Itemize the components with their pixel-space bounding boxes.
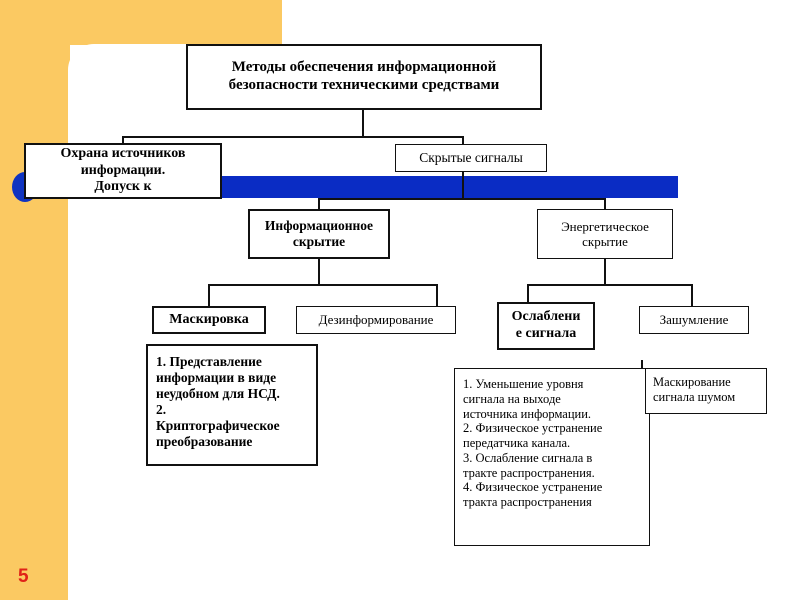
connector-hidden-down <box>462 172 464 200</box>
orange-left-band <box>0 0 70 600</box>
node-energy-hiding: Энергетическое скрытие <box>537 209 673 259</box>
connector-info-down <box>318 258 320 284</box>
masking-detail-line-3: неудобном для НСД. <box>156 385 280 401</box>
attenuation-detail-line-2: сигнала на выходе <box>463 391 561 406</box>
node-noise-adding: Зашумление <box>639 306 749 334</box>
title-line-1: Методы обеспечения информационной <box>231 59 497 76</box>
noise-detail-line-1: Маскирование <box>653 375 731 389</box>
connector-to-hidden-signals <box>462 136 464 146</box>
attenuation-detail-line-6: 3. Ослабление сигнала в <box>463 450 593 465</box>
connector-title-down <box>362 110 364 138</box>
connector-to-info-hiding <box>318 198 320 210</box>
attenuation-detail-line-7: тракте распространения. <box>463 465 595 480</box>
attenuation-line-2: е сигнала <box>515 326 577 341</box>
masking-detail-line-4: 2. <box>156 401 167 417</box>
protection-line-1: Охрана источников <box>60 146 186 162</box>
connector-to-protection <box>122 136 124 148</box>
attenuation-detail-line-5: передатчика канала. <box>463 436 571 450</box>
attenuation-detail-line-9: тракта распространения <box>463 495 592 509</box>
connector-level3-right-horizontal <box>527 284 693 286</box>
connector-to-masking <box>208 284 210 306</box>
masking-detail-line-1: 1. Представление <box>156 354 262 369</box>
node-protection-sources: Охрана источников информации. Допуск к <box>24 143 222 199</box>
node-masking: Маскировка <box>152 306 266 334</box>
connector-to-disinformation <box>436 284 438 306</box>
connector-to-noise <box>691 284 693 306</box>
orange-top-band <box>0 0 282 45</box>
detail-noise: Маскирование сигнала шумом <box>645 368 767 414</box>
connector-level1-horizontal <box>122 136 464 138</box>
attenuation-detail-line-1: 1. Уменьшение уровня <box>463 377 584 391</box>
node-hidden-signals: Скрытые сигналы <box>395 144 547 172</box>
attenuation-line-1: Ослаблени <box>511 309 581 325</box>
detail-attenuation: 1. Уменьшение уровня сигнала на выходе и… <box>454 368 650 546</box>
noise-detail-line-2: сигнала шумом <box>653 389 736 404</box>
connector-level2-horizontal <box>318 198 606 200</box>
attenuation-detail-line-3: источника информации. <box>463 406 592 421</box>
node-signal-attenuation: Ослаблени е сигнала <box>497 302 595 350</box>
energy-hiding-line-1: Энергетическое <box>561 218 649 234</box>
title-line-2: безопасности техническими средствами <box>228 77 500 93</box>
protection-line-3: Допуск к <box>94 179 152 195</box>
attenuation-detail-line-4: 2. Физическое устранение <box>463 421 603 436</box>
masking-detail-line-2: информации в виде <box>156 369 277 385</box>
connector-to-attenuation <box>527 284 529 302</box>
masking-detail-line-6: преобразование <box>156 433 253 449</box>
node-disinformation: Дезинформирование <box>296 306 456 334</box>
info-hiding-line-2: скрытие <box>292 234 346 249</box>
connector-energy-down <box>604 258 606 284</box>
node-title: Методы обеспечения информационной безопа… <box>186 44 542 110</box>
page-number: 5 <box>18 566 29 587</box>
masking-detail-line-5: Криптографическое <box>156 417 280 433</box>
node-information-hiding: Информационное скрытие <box>248 209 390 259</box>
protection-line-2: информации. <box>80 162 166 178</box>
energy-hiding-line-2: скрытие <box>582 234 628 249</box>
detail-masking: 1. Представление информации в виде неудо… <box>146 344 318 466</box>
attenuation-detail-line-8: 4. Физическое устранение <box>463 480 603 495</box>
connector-level3-left-horizontal <box>208 284 438 286</box>
info-hiding-line-1: Информационное <box>264 218 374 234</box>
connector-to-energy-hiding <box>604 198 606 210</box>
